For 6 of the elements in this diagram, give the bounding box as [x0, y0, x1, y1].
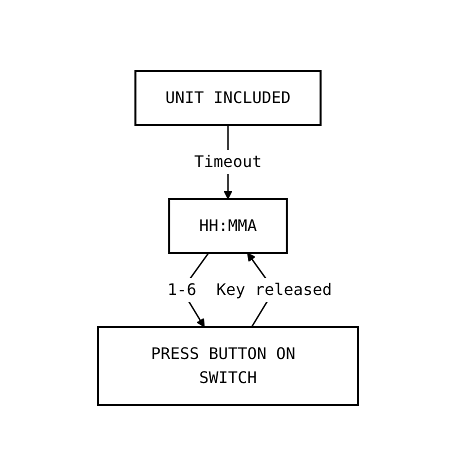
edge-label: Timeout: [194, 152, 262, 171]
node-box: HH:MMA: [168, 198, 288, 254]
node-box: UNIT INCLUDED: [134, 70, 322, 126]
node-box: PRESS BUTTON ON SWITCH: [96, 326, 358, 406]
edge-label: Key released: [216, 280, 332, 299]
edge-label: 1-6: [166, 280, 196, 299]
